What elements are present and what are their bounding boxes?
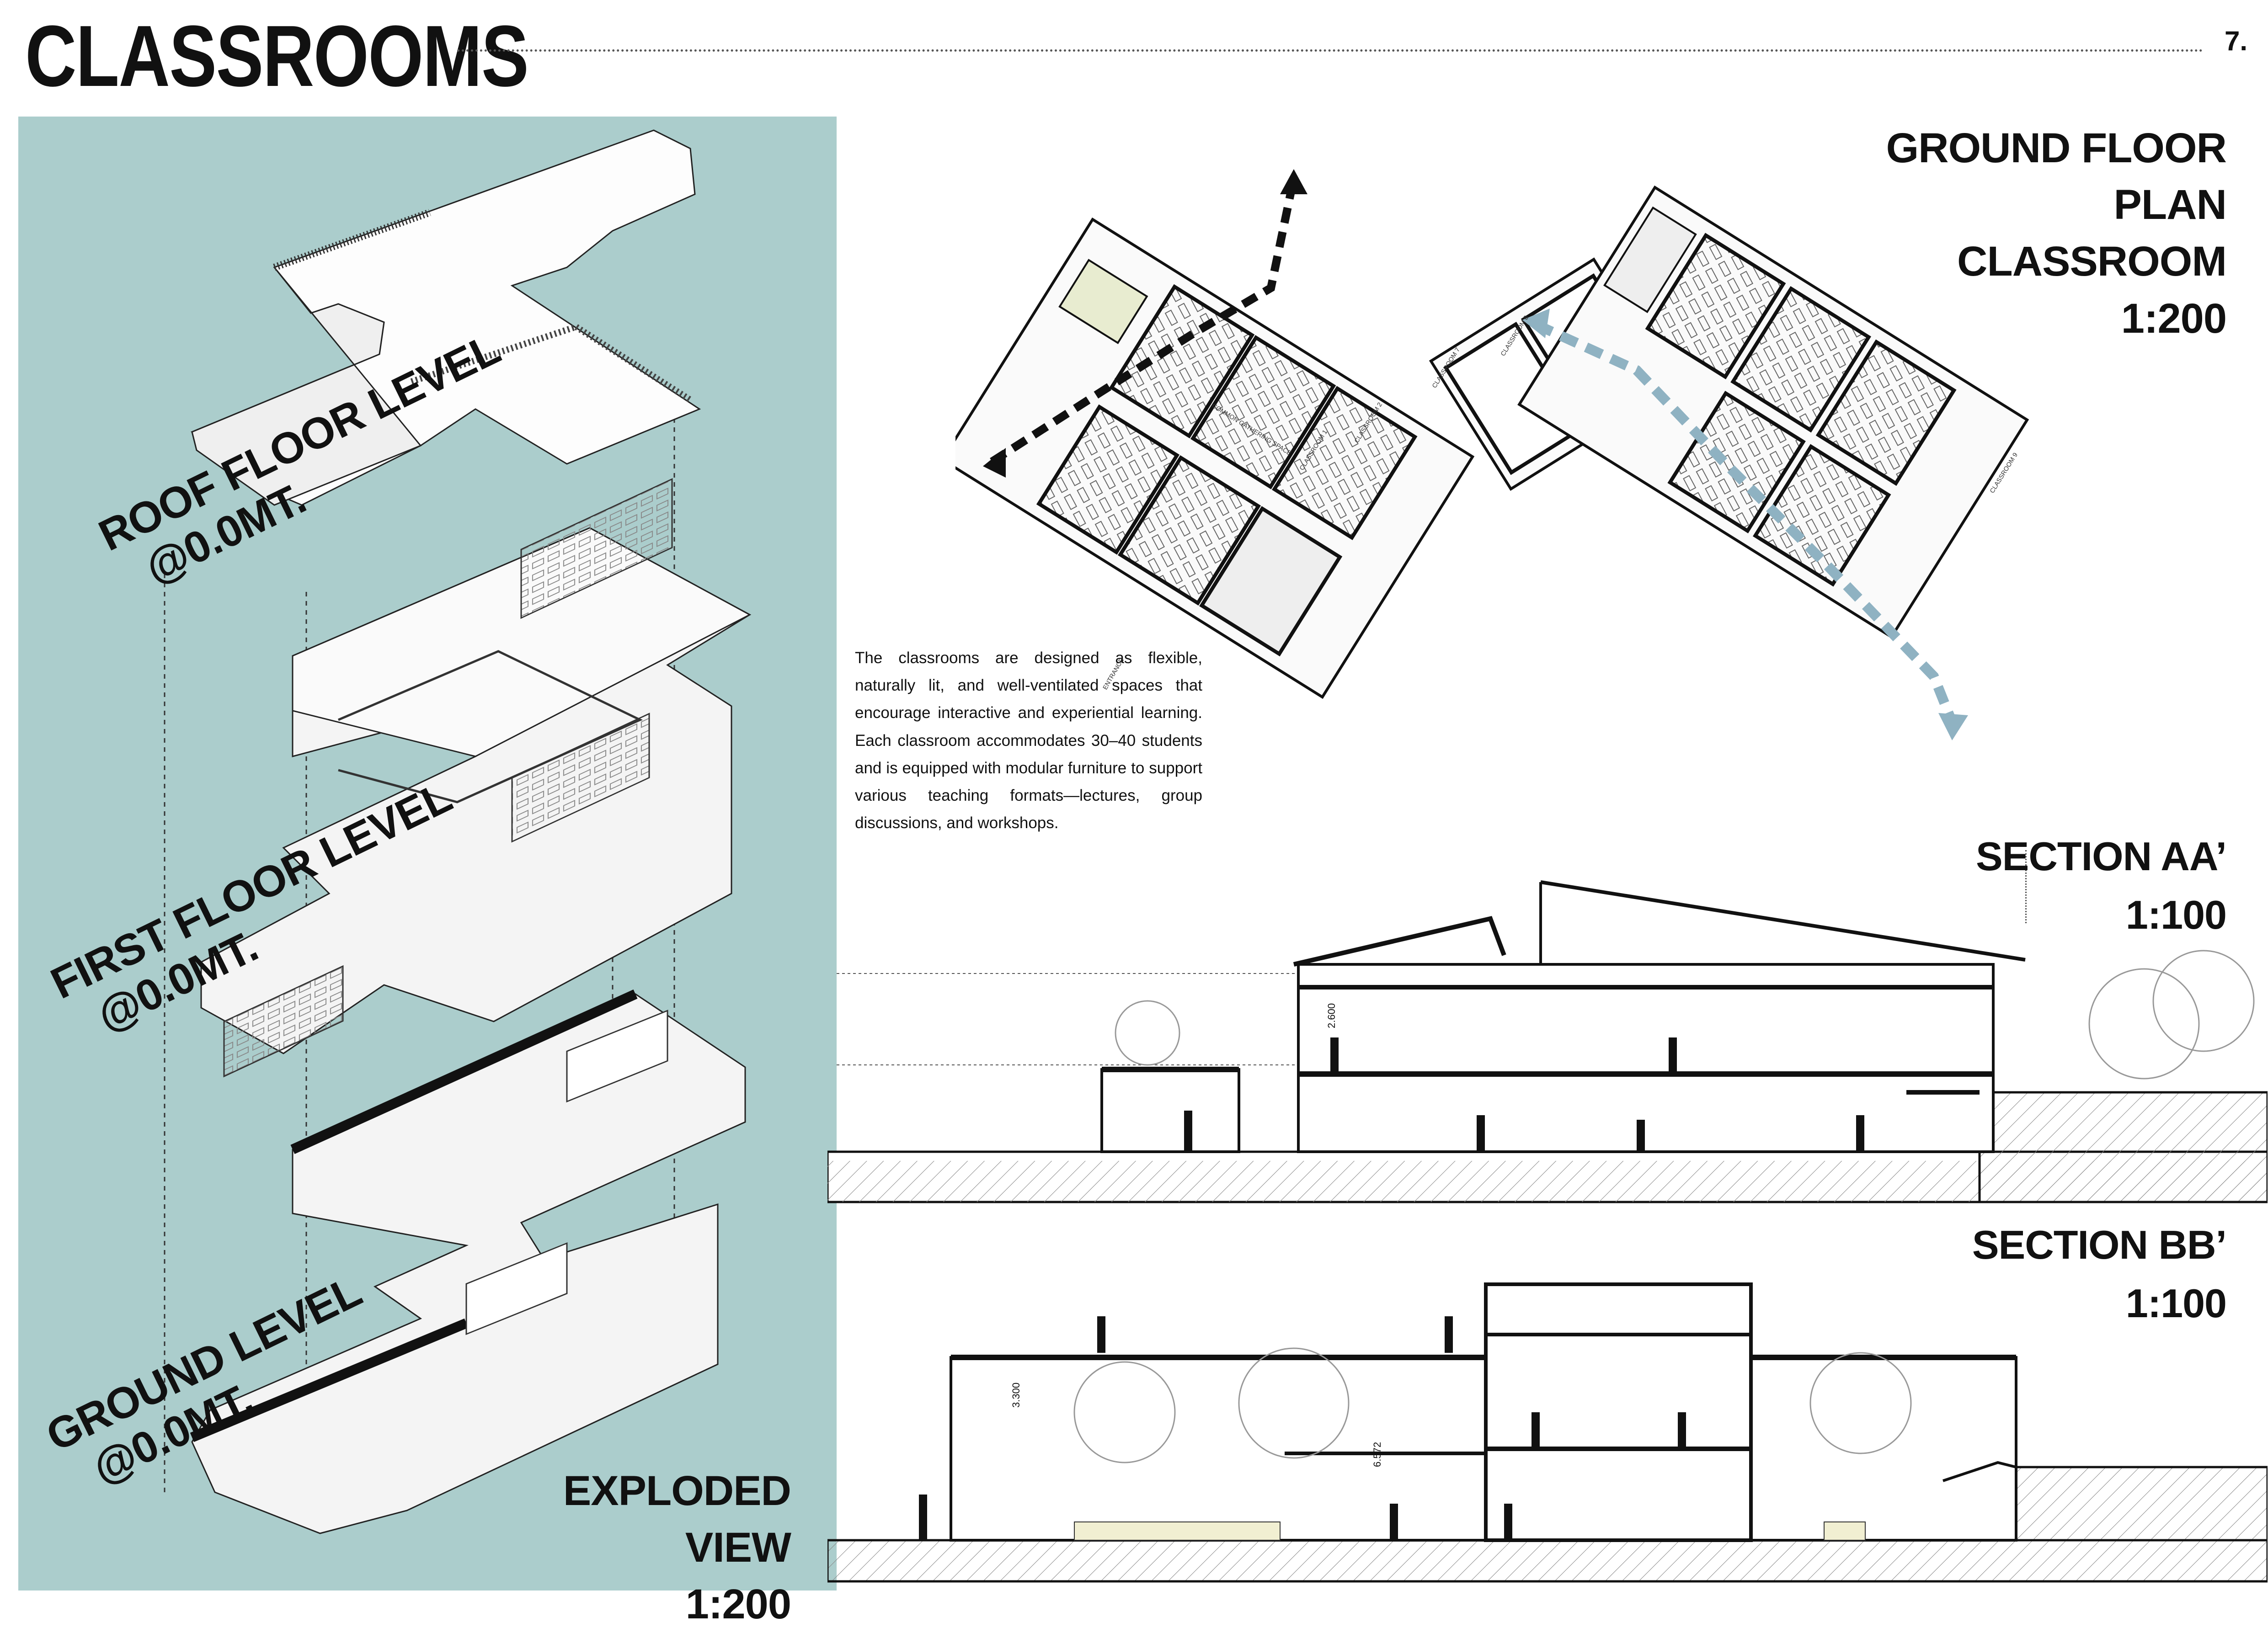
first-floor-plate xyxy=(200,478,752,1078)
section-aa-drawing: 2.600 xyxy=(827,880,2268,1203)
blue-circulation-path xyxy=(1534,319,1957,724)
section-aa-people xyxy=(1184,1037,1864,1152)
title-divider xyxy=(457,49,2204,52)
ground-floor-plan-title: GROUND FLOOR PLAN CLASSROOM 1:200 xyxy=(1886,125,2227,342)
page-title: CLASSROOMS xyxy=(25,8,529,105)
section-aa-trees xyxy=(1115,950,2255,1080)
ground-floor-plan-drawing: COMMON GATHERING SPACE ENTRANCE CLASSROO… xyxy=(955,169,2029,740)
exploded-view-title: EXPLODED VIEW 1:200 xyxy=(563,1468,791,1628)
exploded-view-drawing xyxy=(164,129,752,1534)
svg-text:3.300: 3.300 xyxy=(1010,1383,1022,1408)
section-bb-trees xyxy=(1073,1347,1912,1463)
svg-text:6.572: 6.572 xyxy=(1371,1442,1383,1467)
section-bb-people xyxy=(919,1316,1686,1540)
description-text: The classrooms are designed as flexible,… xyxy=(855,649,1202,832)
section-bb-planters xyxy=(1074,1521,1866,1541)
page-number: 7. xyxy=(2224,26,2247,56)
ground-floor-plate xyxy=(190,989,746,1534)
section-bb-drawing: 3.300 6.572 xyxy=(827,1282,2268,1583)
roof-floor-plate xyxy=(191,129,701,506)
section-aa-title: SECTION AA’ 1:100 xyxy=(1975,834,2227,937)
section-bb-title: SECTION BB’ 1:100 xyxy=(1972,1222,2227,1326)
section-aa-dotted-marker xyxy=(2025,850,2036,923)
svg-text:2.600: 2.600 xyxy=(1326,1003,1337,1028)
